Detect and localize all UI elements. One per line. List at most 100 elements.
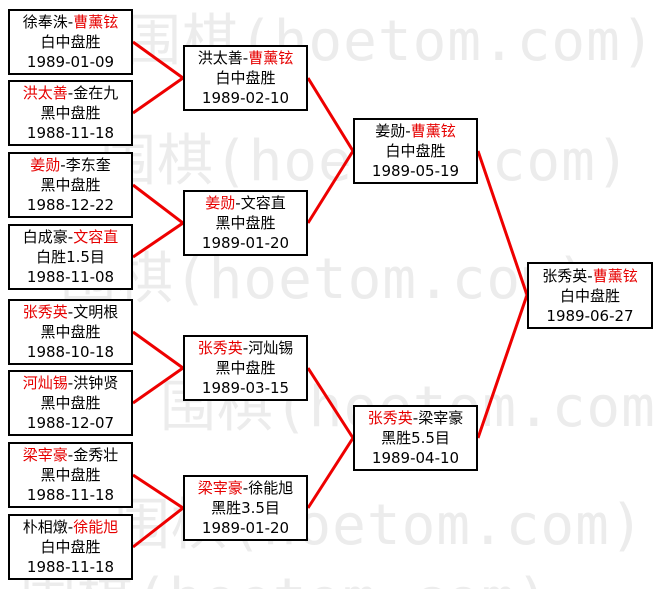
connector-r1-pair4: [132, 473, 186, 549]
connector-r2-pair2: [306, 367, 355, 509]
player2-name: 曹薰铉: [410, 122, 456, 140]
match-result: 黑胜5.5目: [381, 429, 450, 447]
vs-dash: -: [235, 194, 241, 212]
match-players: 姜勋-李东奎: [10, 155, 131, 175]
match-result: 黑中盘胜: [215, 359, 276, 377]
match-players: 梁宰豪-徐能旭: [185, 478, 306, 498]
match-result: 黑中盘胜: [40, 104, 101, 122]
player2-name: 梁宰豪: [418, 409, 464, 427]
player2-name: 曹薰铉: [248, 49, 294, 67]
vs-dash: -: [242, 339, 249, 357]
player2-name: 曹薰铉: [592, 266, 638, 285]
match-result: 白中盘胜: [215, 69, 276, 87]
match-box-r1-8: 朴相燉-徐能旭白中盘胜 1988-11-18: [8, 514, 133, 580]
player1-name: 姜勋: [205, 194, 236, 212]
match-date: 1989-01-09: [26, 53, 115, 71]
match-result: 黑胜3.5目: [211, 499, 280, 517]
match-result: 黑中盘胜: [215, 214, 276, 232]
match-date: 1988-11-18: [26, 486, 115, 504]
match-result: 白中盘胜: [40, 33, 101, 51]
player2-name: 曹薰铉: [73, 13, 119, 31]
match-date: 1989-02-10: [201, 89, 290, 107]
match-box-r2-4: 梁宰豪-徐能旭黑胜3.5目 1989-01-20: [183, 475, 308, 541]
match-box-r1-6: 河灿锡-洪钟贤黑中盘胜 1988-12-07: [8, 370, 133, 436]
match-result: 白胜1.5目: [36, 248, 105, 266]
match-box-r1-4: 白成豪-文容直白胜1.5目 1988-11-08: [8, 224, 133, 290]
vs-dash: -: [67, 303, 74, 321]
player1-name: 梁宰豪: [22, 446, 68, 464]
watermark-text: 围棋(hoetom.com): [60, 247, 591, 312]
match-players: 徐奉洙-曹薰铉: [10, 12, 131, 32]
player1-name: 梁宰豪: [197, 479, 243, 497]
player1-name: 张秀英: [542, 266, 588, 285]
player1-name: 朴相燉: [22, 518, 68, 536]
player2-name: 洪钟贤: [73, 374, 119, 392]
player2-name: 金在九: [73, 84, 119, 102]
match-date: 1988-10-18: [26, 343, 115, 361]
player2-name: 文容直: [73, 228, 119, 246]
match-date: 1988-11-18: [26, 558, 115, 576]
match-players: 姜勋-文容直: [185, 193, 306, 213]
match-date: 1989-01-20: [201, 519, 290, 537]
player1-name: 洪太善: [22, 84, 68, 102]
player1-name: 张秀英: [22, 303, 68, 321]
connector-r1-pair2: [132, 183, 186, 259]
vs-dash: -: [405, 122, 411, 140]
match-players: 梁宰豪-金秀壮: [10, 445, 131, 465]
player2-name: 河灿锡: [248, 339, 294, 357]
player1-name: 姜勋: [375, 122, 406, 140]
player1-name: 白成豪: [22, 228, 68, 246]
match-players: 张秀英-梁宰豪: [355, 408, 476, 428]
match-date: 1988-12-22: [26, 196, 115, 214]
match-date: 1989-05-19: [371, 162, 460, 180]
match-players: 张秀英-河灿锡: [185, 338, 306, 358]
match-date: 1989-01-20: [201, 234, 290, 252]
match-date: 1988-12-07: [26, 414, 115, 432]
match-players: 河灿锡-洪钟贤: [10, 373, 131, 393]
vs-dash: -: [67, 13, 74, 31]
match-result: 白中盘胜: [40, 538, 101, 556]
match-result: 黑中盘胜: [40, 394, 101, 412]
player1-name: 姜勋: [30, 156, 61, 174]
vs-dash: -: [242, 49, 249, 67]
vs-dash: -: [67, 446, 74, 464]
match-players: 姜勋-曹薰铉: [355, 121, 476, 141]
player1-name: 张秀英: [367, 409, 413, 427]
match-result: 黑中盘胜: [40, 176, 101, 194]
player2-name: 徐能旭: [248, 479, 294, 497]
vs-dash: -: [60, 156, 66, 174]
vs-dash: -: [587, 266, 593, 285]
vs-dash: -: [67, 518, 74, 536]
match-players: 白成豪-文容直: [10, 227, 131, 247]
match-result: 白中盘胜: [559, 286, 620, 305]
match-box-sf-2: 张秀英-梁宰豪黑胜5.5目 1989-04-10: [353, 405, 478, 471]
connector-r1-pair3: [132, 330, 186, 405]
connector-sf-pair: [476, 150, 529, 439]
match-result: 黑中盘胜: [40, 323, 101, 341]
player2-name: 文容直: [240, 194, 286, 212]
connector-r2-pair1: [306, 77, 355, 224]
player1-name: 洪太善: [197, 49, 243, 67]
match-players: 洪太善-曹薰铉: [185, 48, 306, 68]
vs-dash: -: [67, 374, 74, 392]
player1-name: 徐奉洙: [22, 13, 68, 31]
match-players: 张秀英-曹薰铉: [529, 266, 651, 286]
match-date: 1989-06-27: [546, 306, 634, 325]
match-date: 1988-11-08: [26, 268, 115, 286]
match-date: 1989-04-10: [371, 449, 460, 467]
match-players: 朴相燉-徐能旭: [10, 517, 131, 537]
match-result: 白中盘胜: [385, 142, 446, 160]
player2-name: 李东奎: [65, 156, 111, 174]
player2-name: 金秀壮: [73, 446, 119, 464]
vs-dash: -: [67, 84, 74, 102]
